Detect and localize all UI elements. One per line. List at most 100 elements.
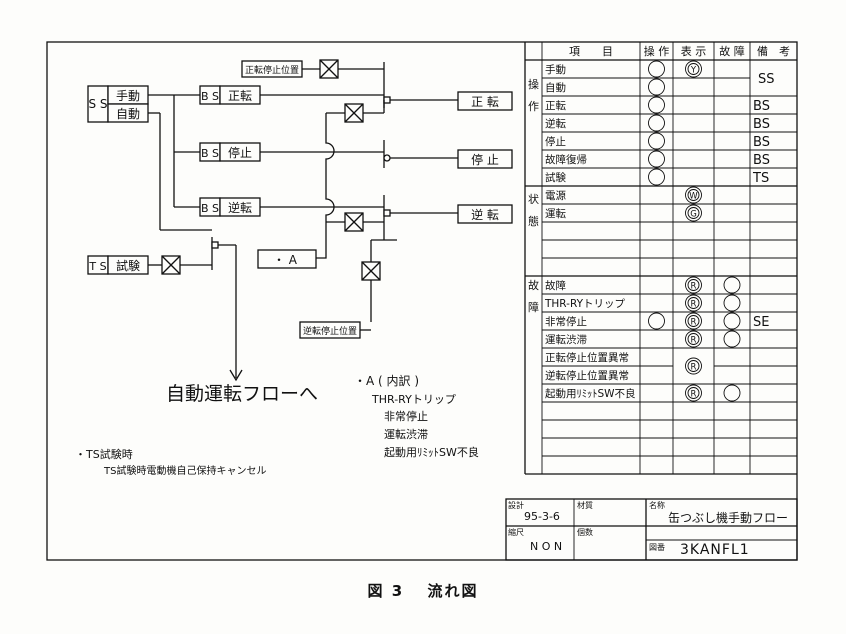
table-note: TS: [752, 171, 769, 186]
a-breakdown-item: 非常停止: [384, 409, 428, 423]
table-note: SE: [753, 315, 769, 330]
ss-manual-label: 手動: [116, 89, 140, 103]
table-row-label: 運転: [545, 208, 566, 220]
svg-text:T S: T S: [88, 260, 106, 273]
display-lamp-icon: [685, 357, 702, 375]
drawing-number-label: 図番: [649, 542, 665, 552]
fault-circle-icon: [723, 384, 741, 402]
display-lamp-code: R: [691, 363, 697, 373]
table-row-label: 正転: [545, 100, 566, 112]
table-note: BS: [753, 99, 770, 114]
ss-auto-label: 自動: [116, 107, 140, 121]
scale-label: 縮尺: [508, 527, 524, 537]
operation-circle-icon: [648, 168, 665, 186]
qty-label: 個数: [577, 527, 593, 537]
table-note: SS: [758, 72, 775, 87]
a-breakdown-item: THR-RYトリップ: [371, 393, 456, 406]
a-breakdown-item: 運転渋滞: [384, 428, 428, 441]
display-lamp-icon: [687, 279, 700, 291]
display-lamp-icon: [687, 297, 700, 309]
operation-circle-icon: [648, 78, 665, 96]
svg-text:逆 転: 逆 転: [471, 207, 499, 222]
display-lamp-icon: [685, 312, 702, 330]
table-row-label: 電源: [545, 189, 566, 202]
display-lamp-code: R: [691, 318, 697, 328]
table-note: BS: [753, 117, 770, 132]
table-row-label: 試験: [545, 171, 566, 184]
table-header: 表 示: [681, 44, 707, 58]
control-flow-diagram: S S 手動 自動 B S 正転 B S 停止 B S 逆転 正転停止位置: [75, 59, 513, 477]
display-lamp-icon: [685, 204, 702, 222]
table-row-label: 故障: [545, 279, 566, 292]
display-lamp-icon: [687, 207, 700, 219]
drawing-name: 缶つぶし機手動フロー: [668, 510, 788, 525]
table-header: 備 考: [757, 45, 790, 58]
fault-circle-icon: [723, 276, 741, 294]
display-lamp-icon: [687, 387, 700, 399]
table-header: 項 目: [569, 45, 613, 58]
table-group-label: 障: [528, 300, 539, 314]
svg-text:B S: B S: [201, 147, 219, 160]
display-lamp-icon: [685, 384, 702, 402]
operation-circle-icon: [648, 96, 665, 114]
display-lamp-icon: [687, 315, 700, 327]
note-text: TS試験時電動機自己保持キャンセル: [103, 464, 266, 477]
table-row-label: 正転停止位置異常: [545, 351, 629, 364]
table-row-label: 手動: [545, 63, 566, 76]
fault-circle-icon: [723, 294, 741, 312]
display-lamp-icon: [685, 186, 702, 204]
drawing-number: 3KANFL1: [680, 542, 750, 558]
rev-stop-pos-label: 逆転停止位置: [303, 325, 357, 337]
fault-circle-icon: [723, 312, 741, 330]
output-forward: [457, 91, 513, 111]
display-lamp-icon: [687, 333, 700, 345]
a-block: [257, 249, 317, 269]
design-label: 設計: [508, 500, 524, 510]
output-stop: [457, 149, 513, 169]
table-row-label: THR-RYトリップ: [544, 298, 626, 310]
ts-test-label: 試験: [116, 258, 140, 273]
auto-flow-label: 自動運転フローへ: [166, 383, 318, 405]
a-block-label: ・ A: [273, 253, 298, 267]
table-group-label: 故: [528, 278, 539, 292]
display-lamp-icon: [685, 294, 702, 312]
table-row-label: 停止: [545, 135, 566, 148]
table-group-label: 態: [528, 214, 539, 228]
table-row-label: 逆転停止位置異常: [545, 369, 629, 382]
svg-text:B S: B S: [201, 90, 219, 103]
figure-caption: 図 3 流れ図: [0, 580, 846, 601]
display-lamp-icon: [687, 189, 700, 201]
svg-text:停 止: 停 止: [471, 152, 499, 167]
feedback-wire: [316, 113, 335, 259]
table-note: BS: [753, 153, 770, 168]
table-row-label: 故障復帰: [545, 153, 587, 166]
figure-number: 図 3: [367, 582, 405, 600]
drawing-frame: [46, 41, 798, 561]
table-group-label: 操: [528, 77, 539, 91]
title-block: 設計 95-3-6 材質 名称 缶つぶし機手動フロー 縮尺 N O N 個数 図…: [505, 498, 798, 561]
name-label: 名称: [649, 500, 665, 510]
table-row-label: 運転渋滞: [545, 333, 587, 346]
operation-circle-icon: [648, 312, 665, 330]
table-row-label: 自動: [545, 81, 566, 94]
display-lamp-icon: [685, 60, 702, 78]
table-row-label: 逆転: [545, 117, 566, 130]
operation-circle-icon: [648, 60, 665, 78]
a-breakdown-title: ・A ( 内訳 ): [354, 373, 419, 388]
scale-value: N O N: [530, 540, 562, 553]
table-group-label: 作: [528, 100, 539, 113]
display-lamp-code: R: [691, 336, 697, 346]
fault-circle-icon: [723, 330, 741, 348]
display-lamp-code: R: [691, 300, 697, 310]
svg-text:正 転: 正 転: [471, 95, 499, 109]
design-value: 95-3-6: [524, 510, 560, 523]
operation-circle-icon: [648, 132, 665, 150]
display-lamp-icon: [685, 276, 702, 294]
a-breakdown-item: 起動用ﾘﾐｯﾄSW不良: [384, 445, 479, 459]
bs-forward-label: 正転: [228, 89, 252, 103]
display-lamp-code: R: [691, 282, 697, 292]
arrow-down-icon: [229, 369, 243, 382]
display-lamp-code: Y: [690, 66, 697, 76]
